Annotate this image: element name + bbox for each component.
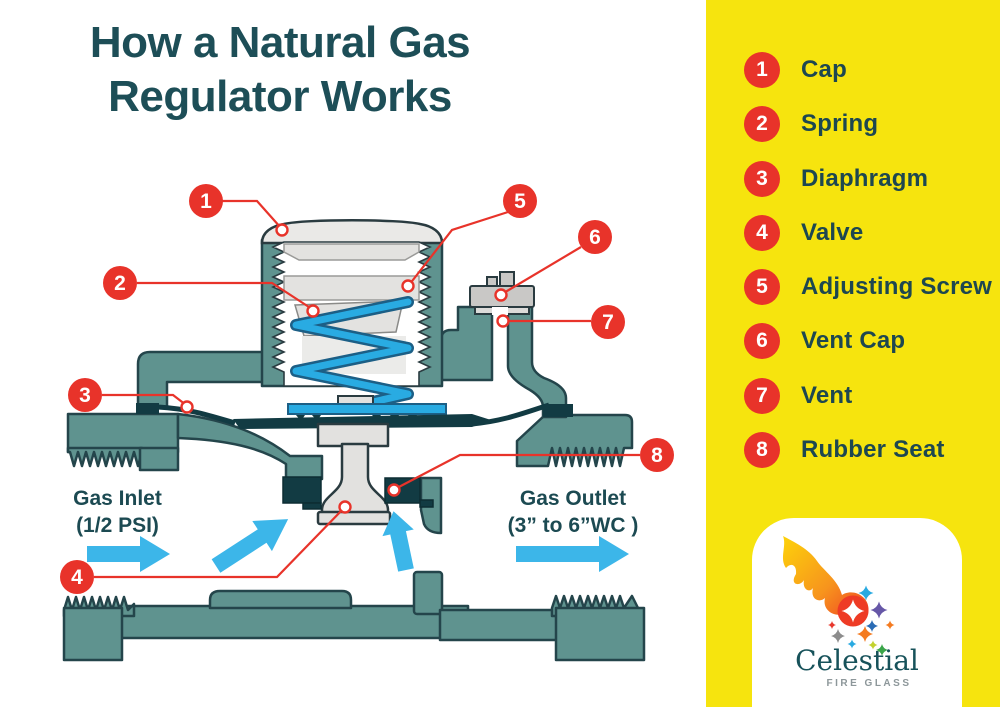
callout-4: 4 — [60, 560, 94, 594]
legend-label-2: Spring — [801, 110, 879, 137]
legend-label-8: Rubber Seat — [801, 436, 945, 463]
legend-item-adjusting-screw: 5 Adjusting Screw — [744, 269, 992, 305]
legend-item-spring: 2 Spring — [744, 106, 878, 142]
legend-item-vent-cap: 6 Vent Cap — [744, 323, 905, 359]
gas-flow-arrows — [87, 511, 629, 573]
logo-card: Celestial FIRE GLASS — [752, 518, 962, 707]
page-title: How a Natural Gas Regulator Works — [20, 16, 540, 124]
svg-text:8: 8 — [651, 444, 663, 467]
callout-endpoints — [180, 223, 510, 514]
inlet-body — [66, 412, 180, 454]
gas-outlet-label: Gas Outlet (3” to 6”WC ) — [507, 487, 639, 537]
legend-badge-8: 8 — [744, 432, 780, 468]
svg-text:1: 1 — [200, 190, 212, 213]
outlet-arrow — [516, 536, 629, 572]
callout-3: 3 — [68, 378, 102, 412]
legend-item-valve: 4 Valve — [744, 215, 863, 251]
celestial-flame-icon — [783, 536, 895, 659]
legend-label-4: Valve — [801, 219, 864, 246]
legend-item-vent: 7 Vent — [744, 378, 852, 414]
svg-text:4: 4 — [71, 566, 83, 589]
title-line-1: How a Natural Gas — [89, 18, 471, 67]
svg-text:7: 7 — [602, 311, 614, 334]
logo-subtitle: FIRE GLASS — [826, 678, 912, 689]
callout-leader-lines — [94, 199, 640, 579]
legend-label-5: Adjusting Screw — [801, 273, 993, 300]
inlet-diagonal-arrow — [211, 519, 289, 573]
legend-badge-3: 3 — [744, 161, 780, 197]
pipe-end-right — [554, 606, 646, 662]
legend-label-6: Vent Cap — [801, 327, 906, 354]
legend-badge-1: 1 — [744, 52, 780, 88]
gas-inlet-label: Gas Inlet (1/2 PSI) — [73, 487, 162, 537]
valve-up-arrow — [382, 511, 414, 572]
legend-label-1: Cap — [801, 56, 847, 83]
pipe-end-left — [62, 606, 124, 662]
logo-name: Celestial — [795, 644, 919, 677]
legend-badge-5: 5 — [744, 269, 780, 305]
legend-badge-7: 7 — [744, 378, 780, 414]
spring — [290, 296, 414, 415]
callout-6: 6 — [578, 220, 612, 254]
regulator-diagram: 1 2 3 4 5 6 7 8 — [60, 184, 674, 662]
legend-badge-6: 6 — [744, 323, 780, 359]
legend-item-diaphragm: 3 Diaphragm — [744, 161, 928, 197]
legend-badge-2: 2 — [744, 106, 780, 142]
legend-item-rubber-seat: 8 Rubber Seat — [744, 432, 945, 468]
callout-2: 2 — [103, 266, 137, 300]
diaphragm — [136, 395, 573, 429]
svg-text:3: 3 — [79, 384, 91, 407]
svg-text:5: 5 — [514, 190, 526, 213]
cap-dome — [260, 219, 444, 245]
callout-8: 8 — [640, 438, 674, 472]
legend-label-3: Diaphragm — [801, 165, 929, 192]
valve — [316, 422, 392, 526]
callout-1: 1 — [189, 184, 223, 218]
legend-panel: 1 Cap 2 Spring 3 Diaphragm 4 Valve 5 Adj… — [706, 0, 1000, 707]
legend-badge-4: 4 — [744, 215, 780, 251]
callout-7: 7 — [591, 305, 625, 339]
inlet-arrow — [87, 536, 170, 572]
outlet-body — [515, 413, 634, 468]
legend-label-7: Vent — [801, 382, 853, 409]
callout-5: 5 — [503, 184, 537, 218]
svg-text:2: 2 — [114, 272, 126, 295]
svg-text:6: 6 — [589, 226, 601, 249]
title-line-2: Regulator Works — [108, 72, 452, 121]
legend-item-cap: 1 Cap — [744, 52, 847, 88]
callout-badges: 1 2 3 4 5 6 7 8 — [60, 184, 674, 594]
